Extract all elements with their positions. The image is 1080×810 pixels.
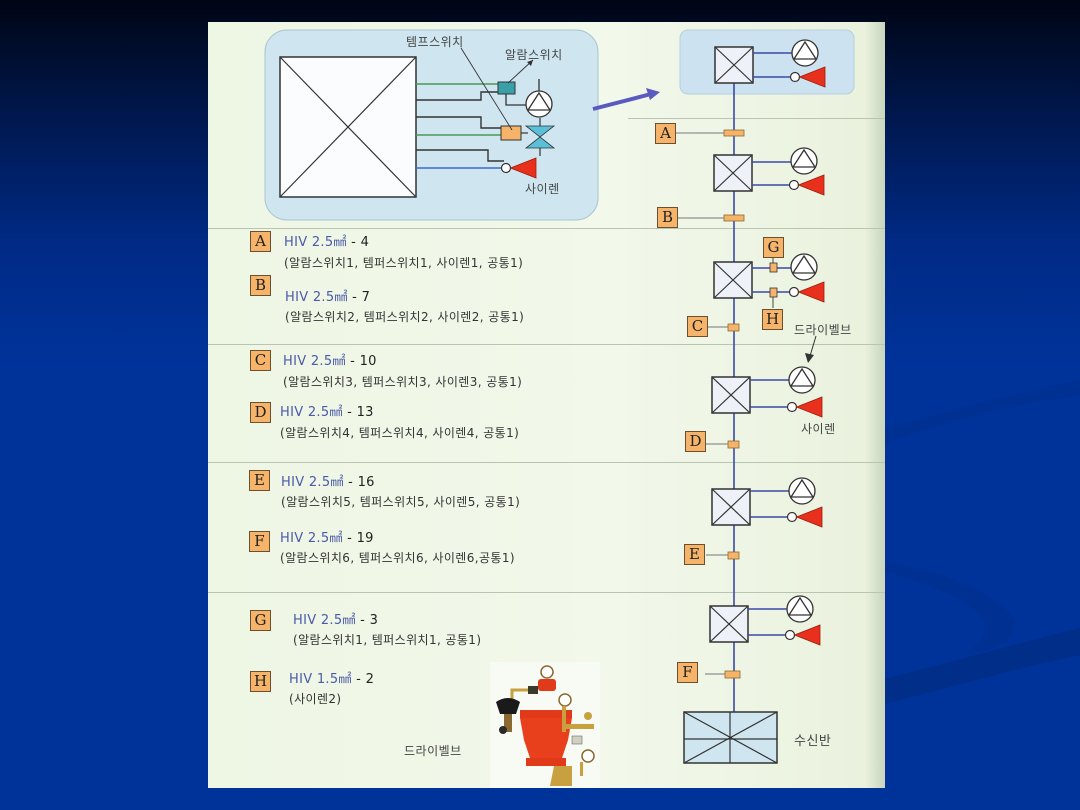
legend-spec: HIV 2.5㎟ - 16 — [281, 475, 375, 490]
legend-key: B — [250, 275, 271, 296]
segment-label-d: D — [685, 431, 706, 452]
divider — [208, 462, 885, 463]
segment-label-b: B — [657, 207, 678, 228]
arrow-icon — [646, 88, 660, 100]
segment-label-a: A — [655, 123, 676, 144]
legend-spec: HIV 2.5㎟ - 10 — [283, 354, 377, 369]
legend-spec: HIV 2.5㎟ - 13 — [280, 405, 374, 420]
siren-annotation: 사이렌 — [801, 422, 836, 436]
dry-valve-photo — [490, 662, 600, 788]
branch-label-h: H — [762, 309, 783, 330]
legend-key: D — [250, 402, 271, 423]
dry-valve-caption: 드라이벨브 — [404, 744, 462, 758]
diagram-sheet: 템프스위치 알람스위치 사이렌 A B G H C D E F 드라이벨브 사이… — [208, 22, 885, 788]
divider — [208, 228, 885, 229]
segment-label-f: F — [677, 662, 698, 683]
legend-detail: (알람스위치5, 템퍼스위치5, 사이렌5, 공통1) — [281, 495, 521, 509]
divider — [208, 344, 885, 345]
segment-label-e: E — [684, 544, 705, 565]
temper-switch-label: 템프스위치 — [406, 35, 464, 49]
legend-detail: (알람스위치1, 템퍼스위치1, 공통1) — [293, 633, 482, 647]
legend-key: C — [250, 350, 271, 371]
legend-key: A — [250, 231, 271, 252]
legend-detail: (사이렌2) — [289, 692, 342, 706]
legend-spec: HIV 2.5㎟ - 4 — [284, 235, 370, 250]
legend-spec: HIV 2.5㎟ - 7 — [285, 290, 371, 305]
legend-key: G — [250, 610, 271, 631]
divider — [628, 118, 885, 119]
inset-panel — [264, 29, 599, 221]
receiver-annotation: 수신반 — [794, 734, 832, 749]
branch-label-g: G — [763, 237, 784, 258]
legend-detail: (알람스위치2, 템퍼스위치2, 사이렌2, 공통1) — [285, 310, 525, 324]
legend-key: E — [249, 470, 270, 491]
divider — [208, 592, 885, 593]
siren-label: 사이렌 — [525, 182, 560, 196]
alarm-switch-label: 알람스위치 — [505, 48, 563, 62]
wiring-diagram — [264, 29, 855, 764]
legend-detail: (알람스위치6, 템퍼스위치6, 사이렌6,공통1) — [280, 551, 515, 565]
receiver-panel — [683, 711, 778, 764]
legend-key: F — [249, 531, 270, 552]
legend-detail: (알람스위치3, 템퍼스위치3, 사이렌3, 공통1) — [283, 375, 523, 389]
legend-spec: HIV 1.5㎟ - 2 — [289, 672, 375, 687]
legend-spec: HIV 2.5㎟ - 19 — [280, 531, 374, 546]
legend-detail: (알람스위치4, 템퍼스위치4, 사이렌4, 공통1) — [280, 426, 520, 440]
legend-spec: HIV 2.5㎟ - 3 — [293, 613, 379, 628]
dry-valve-annotation: 드라이벨브 — [794, 323, 852, 337]
legend-detail: (알람스위치1, 템퍼스위치1, 사이렌1, 공통1) — [284, 256, 524, 270]
dry-valve-icon — [496, 665, 595, 786]
legend-key: H — [250, 671, 271, 692]
segment-label-c: C — [687, 316, 708, 337]
